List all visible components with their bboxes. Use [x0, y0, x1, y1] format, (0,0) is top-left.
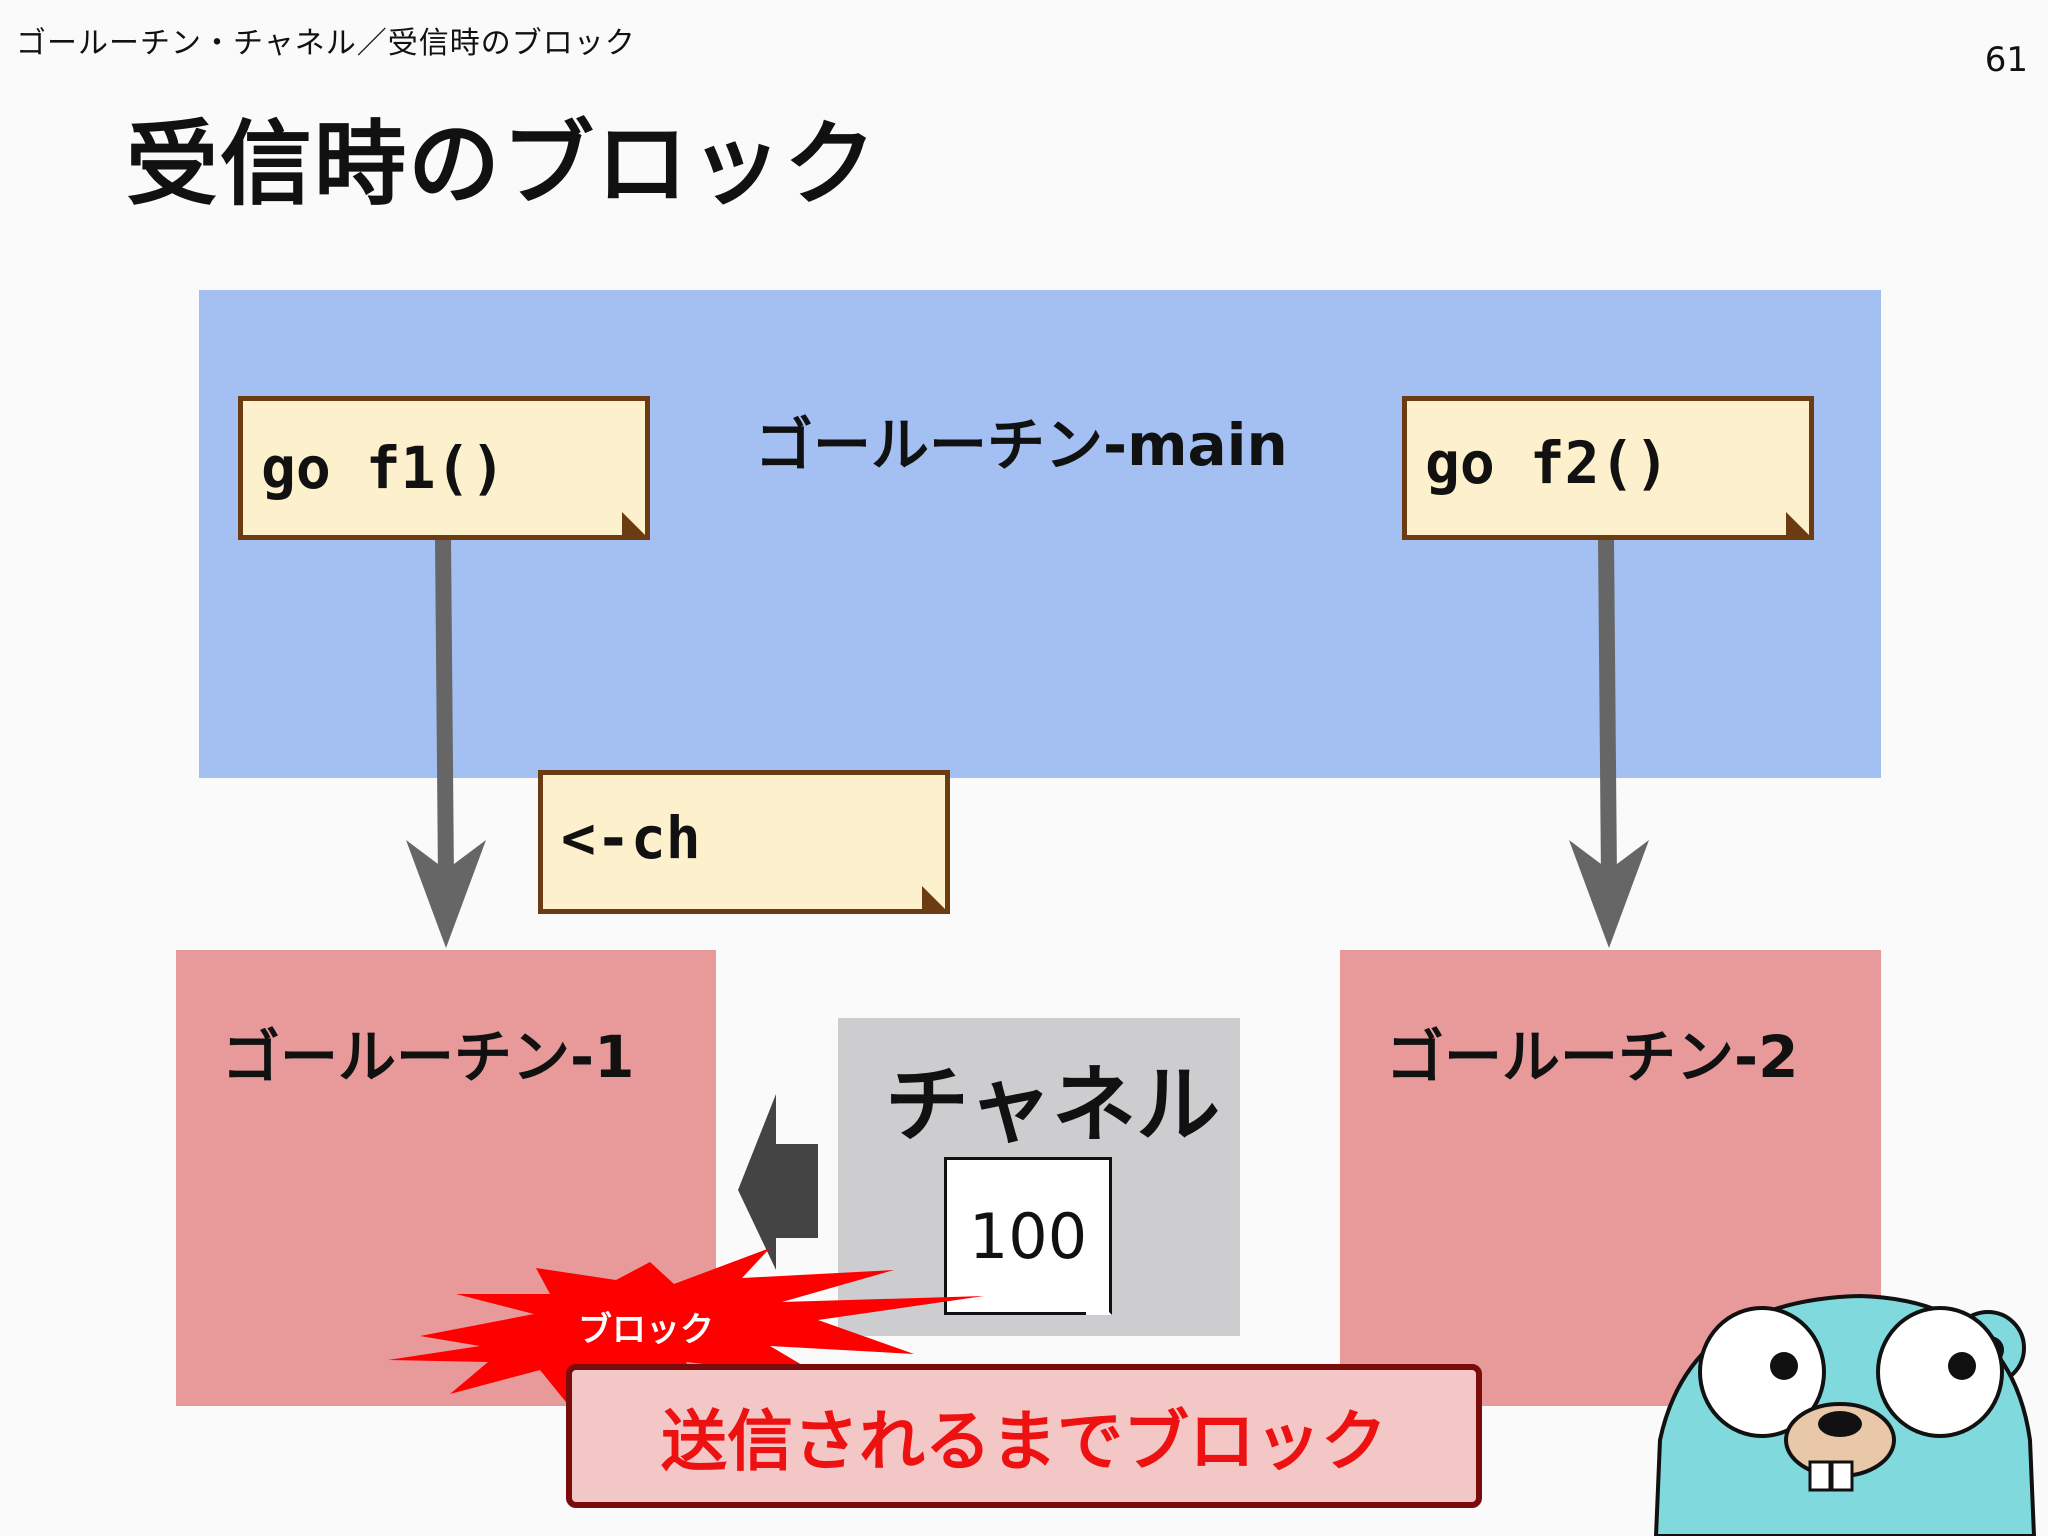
note-go-f2: go f2(): [1402, 396, 1814, 540]
goroutine-2-label: ゴールーチン-2: [1386, 1023, 1799, 1091]
page-title: 受信時のブロック: [126, 111, 879, 218]
main-goroutine-label: ゴールーチン-main: [755, 411, 1288, 479]
message-box: [566, 1364, 1482, 1508]
burst-icon: [388, 1248, 984, 1412]
arrow-f1-to-goroutine-1: [406, 537, 486, 948]
block-arrow-icon: [738, 1094, 818, 1270]
note-go-f2-text: go f2(): [1425, 429, 1670, 497]
channel-value: 100: [968, 1199, 1088, 1273]
card-fold-icon: [1086, 1289, 1112, 1315]
note-fold-icon: [1786, 512, 1814, 540]
goroutine-1-label: ゴールーチン-1: [222, 1023, 635, 1091]
message-text: 送信されるまでブロック: [661, 1403, 1387, 1480]
note-recv: <-ch: [538, 770, 950, 914]
channel-label: チャネル: [885, 1056, 1221, 1154]
channel-value-card: 100: [944, 1157, 1112, 1315]
breadcrumb: ゴールーチン・チャネル／受信時のブロック: [16, 26, 636, 61]
note-recv-text: <-ch: [561, 804, 701, 872]
arrow-f2-to-goroutine-2: [1569, 537, 1649, 948]
burst-label: ブロック: [578, 1310, 714, 1350]
page-number: 61: [1984, 40, 2028, 80]
note-go-f1: go f1(): [238, 396, 650, 540]
note-go-f1-text: go f1(): [261, 434, 506, 502]
note-fold-icon: [922, 886, 950, 914]
note-fold-icon: [622, 512, 650, 540]
gopher-icon: [1653, 1293, 2037, 1536]
